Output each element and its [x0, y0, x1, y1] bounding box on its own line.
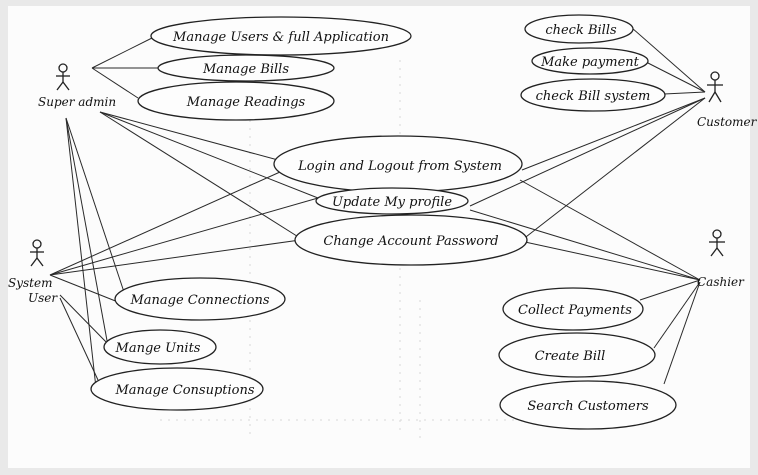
edge-customer-profile	[469, 97, 706, 207]
use-case-make-payment: Make payment	[531, 47, 649, 75]
edge-systemuser-units	[59, 294, 111, 347]
use-case-update-profile-label: Update My profile	[332, 195, 452, 210]
customer-label: Customer	[697, 115, 758, 129]
use-case-search-customers-label: Search Customers	[527, 399, 649, 414]
use-case-update-profile: Update My profile	[315, 187, 469, 215]
system-user-label-line1: System	[8, 276, 52, 290]
edge-superadmin-profile	[99, 111, 319, 199]
use-case-manage-users: Manage Users & full Application	[150, 16, 412, 56]
use-case-manage-units: Mange Units	[103, 329, 217, 365]
use-case-login-logout: Login and Logout from System	[273, 135, 523, 193]
edge-systemuser-profile	[49, 197, 319, 276]
use-case-check-bills: check Bills	[524, 14, 634, 44]
edge-customer-password	[521, 97, 706, 241]
use-case-manage-readings-label: Manage Readings	[186, 95, 306, 110]
cashier-actor-icon	[709, 229, 725, 257]
edge-cashier-search-customers	[663, 281, 701, 385]
use-case-collect-payments-label: Collect Payments	[518, 303, 632, 318]
customer-actor-icon	[707, 71, 723, 103]
use-case-check-bills-label: check Bills	[545, 23, 617, 38]
use-case-login-logout-label: Login and Logout from System	[297, 159, 502, 174]
edge-superadmin-manage-users	[91, 37, 153, 69]
use-case-change-password-label: Change Account Password	[323, 234, 498, 249]
use-case-manage-connections-label: Manage Connections	[129, 293, 269, 308]
use-case-check-bill-system-label: check Bill system	[536, 89, 651, 104]
edge-cashier-collect-payments	[639, 279, 701, 301]
edge-superadmin-consumptions	[65, 117, 97, 389]
use-case-manage-readings: Manage Readings	[137, 81, 335, 121]
use-case-manage-bills-label: Manage Bills	[202, 62, 289, 77]
edge-superadmin-password	[99, 111, 301, 239]
use-case-create-bill: Create Bill	[498, 332, 656, 378]
system-user-actor-icon	[30, 239, 44, 267]
edge-customer-make-payment	[645, 61, 706, 93]
edge-superadmin-login	[99, 111, 279, 161]
use-case-make-payment-label: Make payment	[540, 55, 640, 70]
use-case-search-customers: Search Customers	[499, 380, 677, 430]
edge-customer-check-bill-system	[663, 91, 706, 95]
cashier-label: Cashier	[697, 275, 745, 289]
edge-systemuser-consumptions	[59, 297, 99, 381]
super-admin-actor-icon	[56, 63, 70, 91]
use-case-manage-units-label: Mange Units	[115, 341, 201, 356]
edge-systemuser-login	[49, 171, 281, 276]
edge-superadmin-connections	[65, 117, 125, 293]
use-case-manage-bills: Manage Bills	[157, 54, 335, 82]
edge-cashier-create-bill	[653, 281, 701, 349]
edge-systemuser-connections	[49, 274, 119, 303]
system-user-label-line2: User	[28, 291, 58, 305]
edge-systemuser-password	[49, 239, 301, 276]
use-case-check-bill-system: check Bill system	[520, 78, 666, 112]
edge-customer-login	[521, 97, 706, 171]
association-lines	[49, 27, 706, 389]
edge-cashier-password	[524, 241, 701, 281]
use-case-manage-consumptions-label: Manage Consuptions	[114, 383, 254, 398]
use-case-create-bill-label: Create Bill	[535, 349, 606, 364]
edge-cashier-profile	[469, 209, 701, 281]
edge-customer-check-bills	[631, 27, 706, 93]
use-case-manage-connections: Manage Connections	[114, 277, 286, 321]
use-case-change-password: Change Account Password	[294, 214, 528, 266]
edge-superadmin-manage-readings	[91, 67, 139, 99]
edge-cashier-login	[519, 179, 701, 281]
use-case-manage-users-label: Manage Users & full Application	[172, 30, 389, 45]
super-admin-label: Super admin	[38, 95, 116, 109]
edge-superadmin-units	[65, 117, 109, 347]
use-case-manage-consumptions: Manage Consuptions	[90, 367, 264, 411]
use-case-collect-payments: Collect Payments	[502, 287, 644, 331]
